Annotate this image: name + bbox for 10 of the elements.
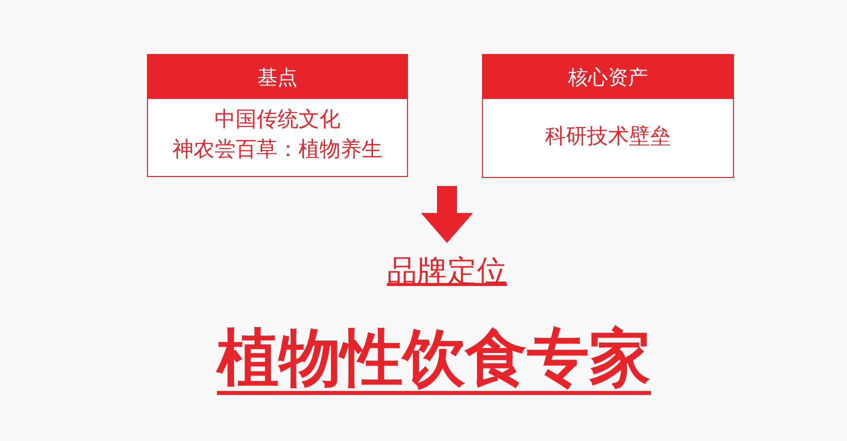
headline-text: 植物性饮食专家 (200, 316, 668, 400)
card-text: 神农尝百草：植物养生 (172, 136, 384, 163)
subheading-text: 品牌定位 (360, 244, 534, 300)
block-arrow (421, 186, 473, 243)
card-header: 核心资产 (483, 55, 733, 99)
card-box (147, 54, 408, 177)
card-text: 中国传统文化 (214, 106, 342, 133)
card-text: 科研技术壁垒 (544, 123, 672, 150)
card-box (482, 54, 734, 178)
card-header: 基点 (148, 55, 407, 99)
